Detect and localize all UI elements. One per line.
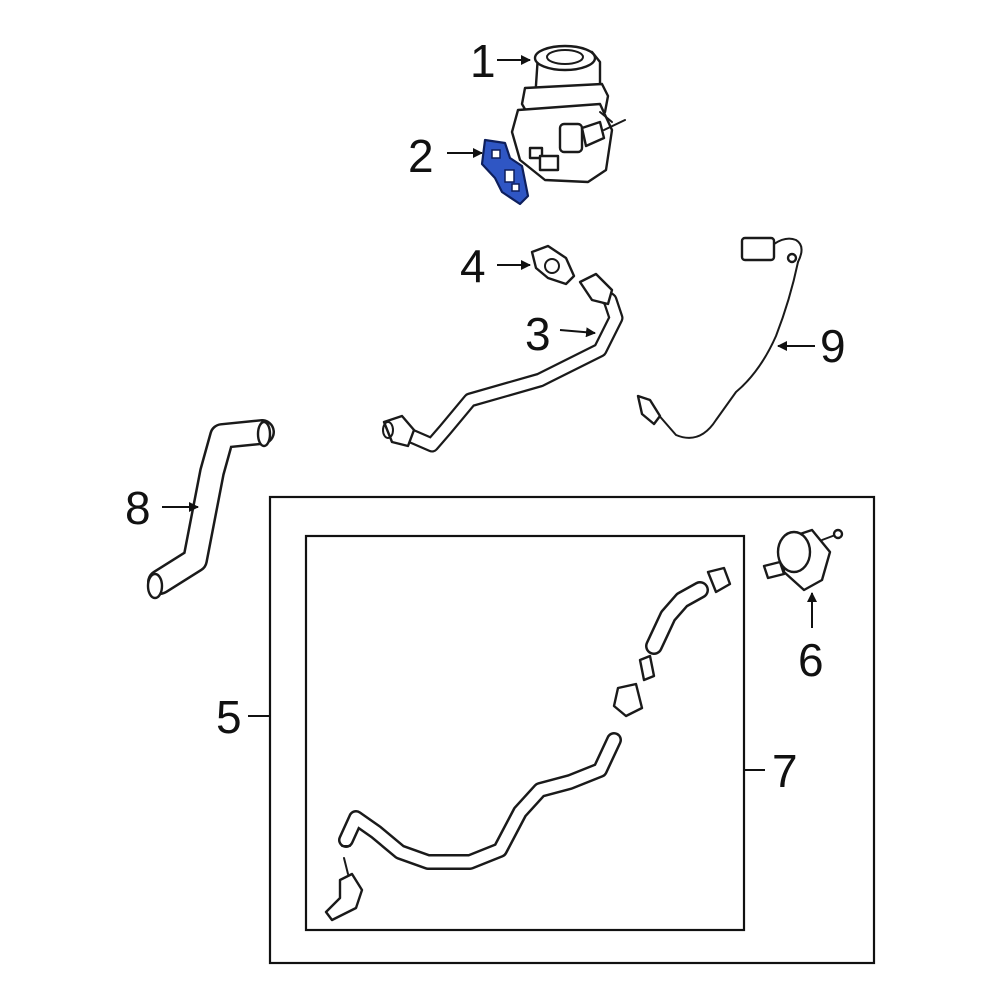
callout-7: 7	[772, 745, 798, 797]
callout-1: 1	[470, 35, 496, 87]
callout-2: 2	[408, 130, 434, 182]
egr-tube-part-3[interactable]	[382, 272, 624, 453]
vacuum-hose-assembly-part-7[interactable]	[324, 566, 732, 922]
egr-gasket-part-2[interactable]	[480, 138, 530, 206]
callout-5: 5	[216, 691, 242, 743]
assembly-inner-frame	[304, 534, 746, 932]
callout-4: 4	[460, 240, 486, 292]
callout-6: 6	[798, 634, 824, 686]
callout-3: 3	[525, 308, 551, 360]
callout-8: 8	[125, 482, 151, 534]
hose-part-8[interactable]	[146, 419, 275, 600]
pipe-gasket-part-4[interactable]	[530, 244, 576, 286]
solenoid-part-6[interactable]	[762, 528, 844, 592]
egr-valve-part-1[interactable]	[510, 44, 626, 184]
sensor-harness-part-9[interactable]	[636, 236, 803, 439]
kit-outer-frame	[268, 495, 876, 965]
callout-9: 9	[820, 320, 846, 372]
